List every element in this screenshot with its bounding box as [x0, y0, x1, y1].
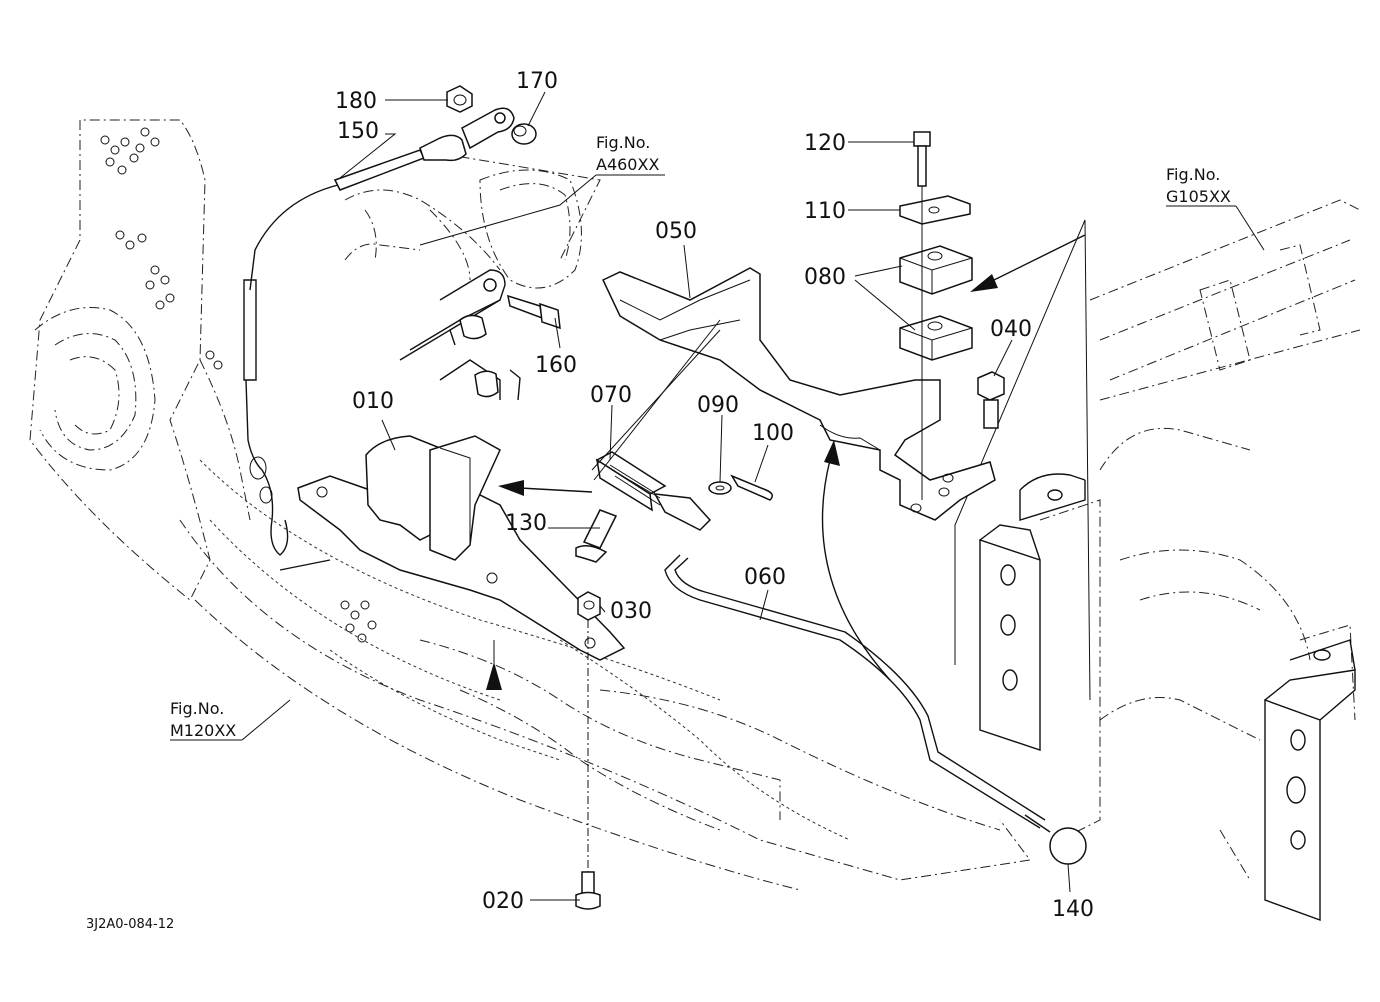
fig-ref-code-m120: M120XX [170, 721, 236, 740]
fig-ref-heading-a460: Fig.No. [596, 133, 650, 152]
callout-020: 020 [482, 889, 524, 914]
fig-ref-code-a460: A460XX [596, 155, 659, 174]
callout-080: 080 [804, 265, 846, 290]
lever-assembly [399, 269, 521, 401]
assembly-centerlines [587, 186, 923, 872]
screw-130 [575, 509, 618, 563]
drawing-code: 3J2A0-084-12 [86, 917, 174, 932]
hinge-070 [595, 451, 712, 531]
plate-050 [602, 267, 996, 521]
callout-150: 150 [337, 119, 379, 144]
bracket-010 [279, 435, 626, 661]
callout-140: 140 [1052, 897, 1094, 922]
callout-120: 120 [804, 131, 846, 156]
callout-030: 030 [610, 599, 652, 624]
nut-030 [577, 591, 601, 621]
callout-090: 090 [697, 393, 739, 418]
figure-references: Fig.No. A460XX Fig.No. G105XX Fig.No. M1… [170, 133, 1231, 740]
callout-060: 060 [744, 565, 786, 590]
callout-040: 040 [990, 317, 1032, 342]
washer-090 [708, 481, 732, 495]
callout-010: 010 [352, 389, 394, 414]
fig-ref-heading-g105: Fig.No. [1166, 165, 1220, 184]
callout-180: 180 [335, 89, 377, 114]
cable-rod [333, 107, 515, 191]
callout-050: 050 [655, 219, 697, 244]
callout-100: 100 [752, 421, 794, 446]
direction-arrows [486, 234, 1086, 690]
callout-labels: 180 150 170 160 010 070 090 100 050 130 … [335, 69, 1094, 922]
rod-060 [664, 554, 1051, 833]
bolt-160 [507, 294, 561, 330]
cotter-pin-100 [730, 474, 773, 501]
fig-ref-code-g105: G105XX [1166, 187, 1231, 206]
callout-130: 130 [505, 511, 547, 536]
knob-140 [1049, 827, 1087, 865]
collar-170 [511, 123, 537, 145]
wire-harness [243, 184, 339, 556]
callout-160: 160 [535, 353, 577, 378]
leader-lines [170, 91, 1265, 901]
background-structure [29, 119, 1361, 921]
plate-110 [899, 195, 971, 225]
callout-070: 070 [590, 383, 632, 408]
bolt-020 [575, 871, 601, 910]
block-080 [899, 245, 973, 361]
nut-180 [446, 85, 473, 113]
bolt-040 [977, 371, 1005, 429]
fig-ref-heading-m120: Fig.No. [170, 699, 224, 718]
bolt-120 [913, 131, 931, 187]
callout-170: 170 [516, 69, 558, 94]
callout-110: 110 [804, 199, 846, 224]
